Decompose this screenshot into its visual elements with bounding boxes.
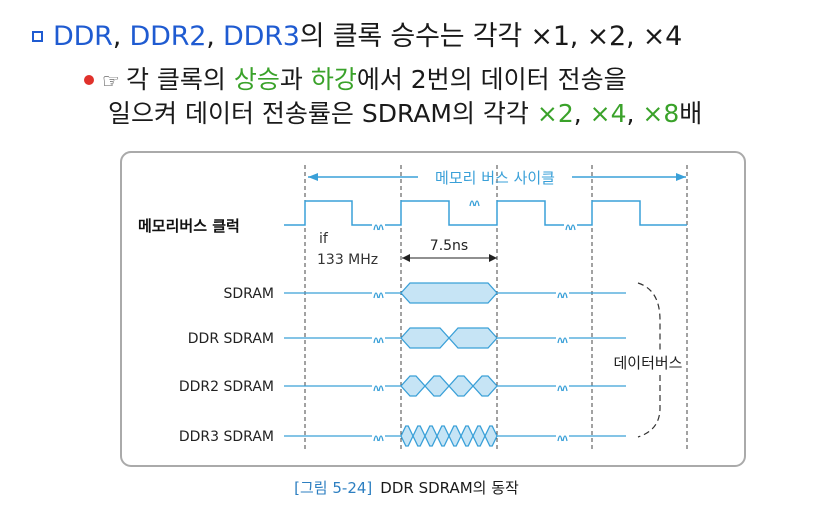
sub-text-2: 과 bbox=[279, 65, 311, 94]
sub-sep-2: , bbox=[626, 99, 643, 128]
row-break-right-gap bbox=[556, 380, 569, 392]
row-1: SDRAM bbox=[224, 282, 626, 304]
row-break-right-gap bbox=[556, 332, 569, 344]
data-beat-2 bbox=[412, 425, 426, 447]
heading-line: DDR, DDR2, DDR3의 클록 승수는 각각 ×1, ×2, ×4 bbox=[32, 14, 682, 53]
row-label: SDRAM bbox=[224, 286, 274, 302]
sub-rising: 상승 bbox=[233, 65, 280, 94]
row-3: DDR2 SDRAM bbox=[179, 375, 626, 397]
heading-comma-1: , bbox=[112, 21, 130, 52]
data-beat-3 bbox=[448, 375, 474, 397]
sub-bullet-line-2: 일으켜 데이터 전송률은 SDRAM의 각각 ×2, ×4, ×8배 bbox=[108, 94, 702, 130]
clock-break-3-gap bbox=[564, 219, 577, 231]
row-4: DDR3 SDRAM bbox=[179, 425, 626, 447]
row-break-right bbox=[557, 337, 568, 344]
row-break-left bbox=[373, 337, 384, 344]
red-dot-bullet-icon bbox=[84, 75, 94, 85]
clock-break-3 bbox=[565, 224, 576, 231]
clock-signal bbox=[284, 200, 687, 226]
clock-break-2 bbox=[469, 200, 480, 207]
row-break-left-gap bbox=[372, 380, 385, 392]
period-arrow: 7.5ns bbox=[402, 238, 497, 262]
data-beat-2 bbox=[448, 327, 498, 349]
sub-text-4: 일으켜 데이터 전송률은 SDRAM의 각각 bbox=[108, 99, 537, 128]
data-beat-1 bbox=[400, 375, 426, 397]
data-beat-3 bbox=[424, 425, 438, 447]
heading-comma-2: , bbox=[206, 21, 224, 52]
row-break-left bbox=[373, 435, 384, 442]
clock-waveform bbox=[284, 195, 687, 231]
row-label: DDR2 SDRAM bbox=[179, 379, 274, 395]
heading-ddr: DDR bbox=[53, 21, 113, 52]
sub-text-3: 에서 2번의 데이터 전송을 bbox=[356, 65, 627, 94]
row-break-left bbox=[373, 385, 384, 392]
bus-cycle-arrow: 메모리 버스 사이클 bbox=[308, 169, 686, 187]
row-break-left-gap bbox=[372, 287, 385, 299]
data-bus-label: 데이터버스 bbox=[613, 354, 682, 372]
row-break-right bbox=[557, 435, 568, 442]
frequency-label: 133 MHz bbox=[317, 252, 378, 268]
if-label: if bbox=[319, 231, 329, 247]
data-beat-5 bbox=[448, 425, 462, 447]
diagram-frame bbox=[120, 151, 746, 467]
row-break-left bbox=[373, 292, 384, 299]
row-break-right bbox=[557, 292, 568, 299]
row-break-right-gap bbox=[556, 287, 569, 299]
heading-ddr2: DDR2 bbox=[129, 21, 207, 52]
row-break-right bbox=[557, 385, 568, 392]
heading-ddr3: DDR3 bbox=[223, 21, 300, 52]
figure-caption-text: DDR SDRAM의 동작 bbox=[380, 479, 519, 497]
sub-bullet-line-1: ☞각 클록의 상승과 하강에서 2번의 데이터 전송을 bbox=[84, 60, 627, 96]
period-label: 7.5ns bbox=[430, 238, 468, 254]
dashed-reference-lines bbox=[304, 165, 688, 452]
clock-break-1-gap bbox=[372, 219, 385, 231]
row-label: DDR SDRAM bbox=[188, 331, 274, 347]
row-break-left-gap bbox=[372, 430, 385, 442]
sub-x4: ×4 bbox=[589, 99, 627, 128]
data-beat-6 bbox=[460, 425, 474, 447]
data-beat-1 bbox=[400, 327, 450, 349]
row-2: DDR SDRAM bbox=[188, 327, 626, 349]
data-beat-2 bbox=[424, 375, 450, 397]
data-beat-1 bbox=[400, 282, 498, 304]
data-beat-8 bbox=[484, 425, 498, 447]
pointing-hand-icon: ☞ bbox=[102, 69, 120, 93]
clock-break-2-gap bbox=[468, 195, 481, 207]
heading-rest: 의 클록 승수는 각각 ×1, ×2, ×4 bbox=[299, 21, 683, 52]
square-bullet-icon bbox=[32, 31, 43, 42]
sub-text-1: 각 클록의 bbox=[125, 65, 234, 94]
clock-label: 메모리버스 클럭 bbox=[138, 217, 240, 235]
sub-sep-1: , bbox=[573, 99, 590, 128]
row-break-right-gap bbox=[556, 430, 569, 442]
data-rows: SDRAM DDR SDRAM DDR2 SDRAM DDR3 SDRAM bbox=[179, 282, 626, 447]
bus-cycle-label: 메모리 버스 사이클 bbox=[435, 169, 555, 187]
clock-break-1 bbox=[373, 224, 384, 231]
data-beat-4 bbox=[436, 425, 450, 447]
data-beat-4 bbox=[472, 375, 498, 397]
figure-number: [그림 5-24] bbox=[294, 479, 373, 497]
sub-x8: ×8 bbox=[642, 99, 680, 128]
row-break-left-gap bbox=[372, 332, 385, 344]
data-beat-1 bbox=[400, 425, 414, 447]
row-label: DDR3 SDRAM bbox=[179, 429, 274, 445]
sub-falling: 하강 bbox=[310, 65, 357, 94]
data-beat-7 bbox=[472, 425, 486, 447]
sub-x2: ×2 bbox=[536, 99, 574, 128]
figure-caption: [그림 5-24] DDR SDRAM의 동작 bbox=[0, 477, 813, 498]
sub-tail: 배 bbox=[679, 99, 703, 128]
data-bus-brace: 데이터버스 bbox=[613, 282, 683, 438]
